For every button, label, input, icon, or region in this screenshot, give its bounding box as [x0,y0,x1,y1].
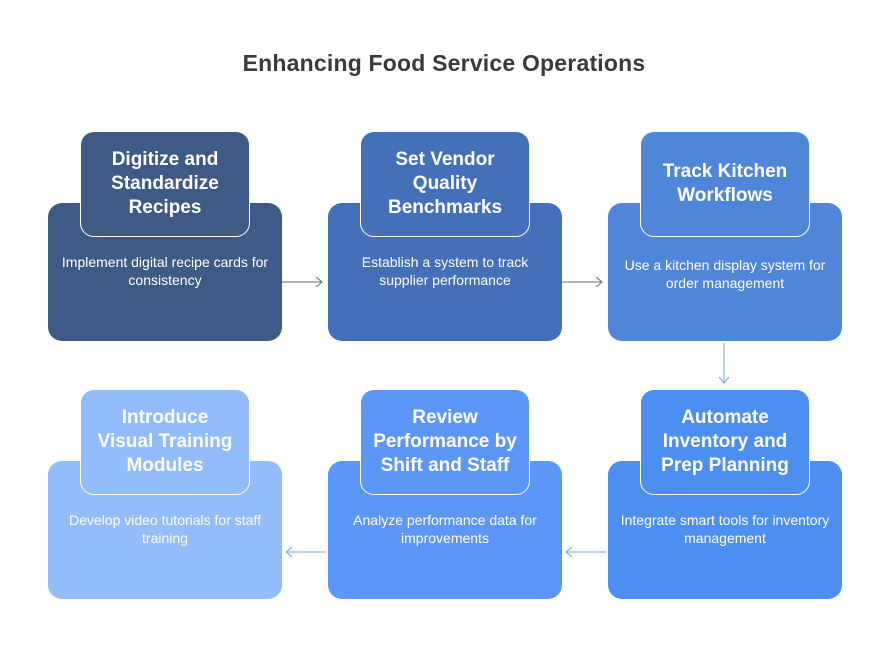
step-description: Analyze performance data for improvement… [353,512,537,546]
step-vendor-benchmarks: Establish a system to track supplier per… [328,131,562,341]
step-description: Use a kitchen display system for order m… [624,257,826,291]
arrow-step3-to-step4 [718,343,730,384]
step-description: Develop video tutorials for staff traini… [69,512,261,546]
step-automate-inventory: Integrate smart tools for inventory mana… [608,389,842,599]
step-heading: Set Vendor Quality Benchmarks [360,131,530,237]
step-heading: Review Performance by Shift and Staff [360,389,530,495]
step-heading: Introduce Visual Training Modules [80,389,250,495]
arrow-step5-to-step6 [285,546,326,558]
step-description: Establish a system to track supplier per… [361,254,529,288]
step-digitize-recipes: Implement digital recipe cards for consi… [48,131,282,341]
step-description: Implement digital recipe cards for consi… [61,254,269,288]
step-description: Integrate smart tools for inventory mana… [620,512,830,546]
step-heading: Track Kitchen Workflows [640,131,810,237]
step-heading: Automate Inventory and Prep Planning [640,389,810,495]
step-kitchen-workflows: Use a kitchen display system for order m… [608,131,842,341]
arrow-step2-to-step3 [562,276,603,288]
step-visual-training: Develop video tutorials for staff traini… [48,389,282,599]
step-review-performance: Analyze performance data for improvement… [328,389,562,599]
arrow-step1-to-step2 [282,276,323,288]
diagram-title: Enhancing Food Service Operations [242,50,646,76]
arrow-step4-to-step5 [565,546,606,558]
step-heading: Digitize and Standardize Recipes [80,131,250,237]
